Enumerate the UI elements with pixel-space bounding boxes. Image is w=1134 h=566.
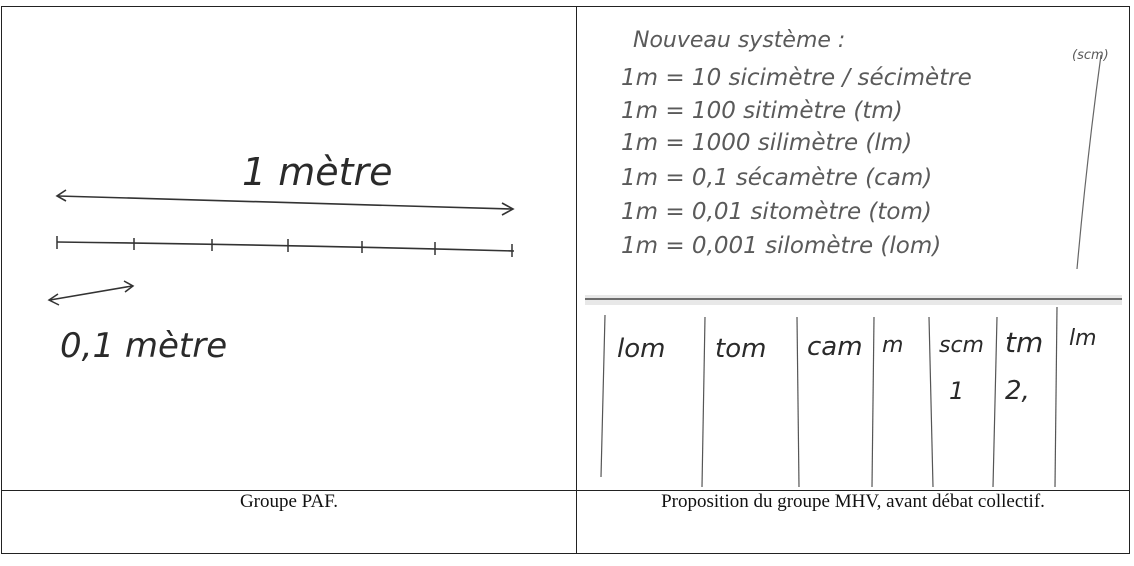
caption-paf: Groupe PAF. <box>239 491 339 512</box>
paf-drawing-cell: 1 mètre 0 <box>1 6 577 491</box>
figure-table: 1 mètre 0 <box>1 6 1130 554</box>
equivalence-line-6: 1m = 0,001 silomètre (lom) <box>621 233 941 259</box>
new-system-heading: Nouveau système : <box>633 28 845 53</box>
margin-stroke <box>1076 54 1102 270</box>
ruler-ticks <box>56 236 513 257</box>
col-header-cam: cam <box>807 332 863 362</box>
col-header-lm: lm <box>1069 326 1097 351</box>
long-arrow-line <box>57 195 513 210</box>
mhv-drawing: Nouveau système : 1m = 10 sicimètre / sé… <box>585 28 1122 488</box>
cell-scm-value: 1 <box>949 377 964 405</box>
table-column-lines <box>600 306 1058 488</box>
equivalence-line-1: 1m = 10 sicimètre / sécimètre <box>621 65 972 91</box>
annotation-short: 0,1 mètre <box>60 326 227 366</box>
annotation-long: 1 mètre <box>242 150 393 194</box>
caption-mhv: Proposition du groupe MHV, avant débat c… <box>661 491 1045 512</box>
short-arrow-right-head <box>123 280 135 293</box>
equivalence-line-1-annotation: (scm) <box>1072 48 1109 63</box>
col-header-lom: lom <box>617 334 665 364</box>
col-header-tm: tm <box>1005 326 1043 359</box>
photo-edge <box>585 295 1122 305</box>
equivalence-line-2: 1m = 100 sitimètre (tm) <box>621 98 903 124</box>
long-arrow-left-head <box>55 189 67 202</box>
equivalence-line-3: 1m = 1000 silimètre (lm) <box>621 130 912 156</box>
paf-drawing: 1 mètre 0 <box>47 150 515 366</box>
equivalence-line-5: 1m = 0,01 sitomètre (tom) <box>621 199 932 225</box>
cell-tm-value: 2, <box>1005 376 1030 406</box>
ruler-line <box>56 241 515 252</box>
caption-cell-left: Groupe PAF. <box>1 490 577 554</box>
col-header-scm: scm <box>939 333 984 358</box>
short-arrow-line <box>49 285 133 301</box>
col-header-m: m <box>882 333 903 358</box>
short-arrow-left-head <box>47 293 60 306</box>
mhv-drawing-cell: Nouveau système : 1m = 10 sicimètre / sé… <box>576 6 1130 491</box>
equivalence-line-4: 1m = 0,1 sécamètre (cam) <box>621 165 932 191</box>
col-header-tom: tom <box>715 334 766 364</box>
caption-cell-right: Proposition du groupe MHV, avant débat c… <box>576 490 1130 554</box>
long-arrow-right-head <box>501 202 515 216</box>
